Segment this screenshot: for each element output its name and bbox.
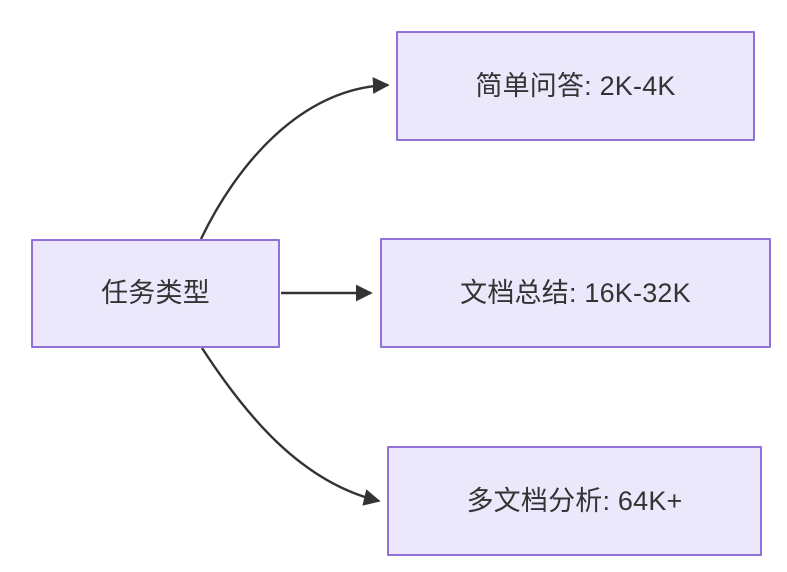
node-multi-doc-label: 多文档分析: 64K+ — [466, 485, 683, 516]
node-doc-summary-label: 文档总结: 16K-32K — [460, 277, 691, 308]
node-doc-summary[interactable]: 文档总结: 16K-32K — [380, 238, 771, 348]
node-task-type-label: 任务类型 — [101, 278, 210, 309]
node-simple-qa-label: 简单问答: 2K-4K — [475, 70, 676, 101]
node-simple-qa[interactable]: 简单问答: 2K-4K — [396, 31, 755, 141]
node-task-type[interactable]: 任务类型 — [31, 239, 280, 348]
edge-root-to-multi-doc — [200, 347, 381, 506]
node-multi-doc[interactable]: 多文档分析: 64K+ — [387, 446, 762, 556]
edge-root-to-simple-qa — [199, 77, 390, 240]
